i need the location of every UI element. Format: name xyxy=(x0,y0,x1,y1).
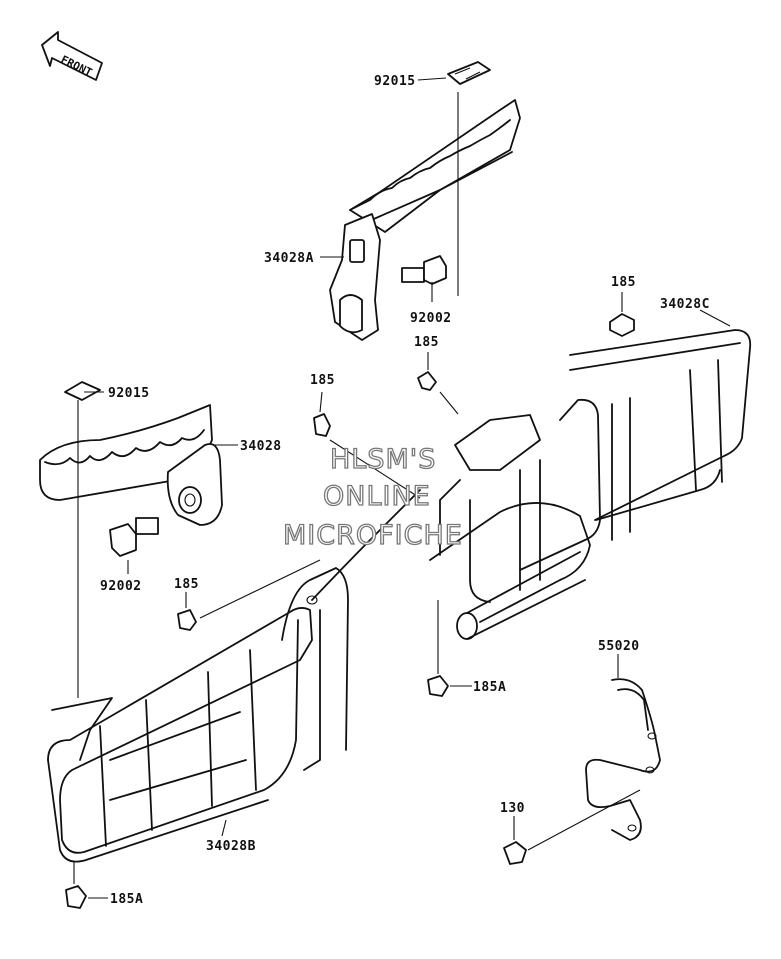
callout-34028A: 34028A xyxy=(264,251,314,266)
callout-34028B: 34028B xyxy=(206,839,256,854)
footrest-left xyxy=(39,381,223,526)
bolt-185-b xyxy=(417,371,437,391)
footrest-upper xyxy=(329,61,521,341)
watermark-line-2: ONLINE xyxy=(323,481,431,512)
bolt-185a-a xyxy=(427,675,449,697)
callout-185-left-bottom: 185 xyxy=(174,577,199,592)
callout-labels: 92015 34028A 92002 185 34028C 185 185 92… xyxy=(100,74,710,907)
bolt-185-a xyxy=(609,313,635,337)
callout-92015-top: 92015 xyxy=(374,74,416,89)
callout-92002-left: 92002 xyxy=(100,579,142,594)
front-arrow-icon: FRONT xyxy=(41,31,103,81)
callout-185A-mid: 185A xyxy=(473,680,506,695)
bolt-92002-upper xyxy=(401,255,447,285)
bracket-55020 xyxy=(585,678,661,841)
leader-lines xyxy=(73,77,731,899)
callout-55020: 55020 xyxy=(598,639,640,654)
callout-185A-bottom: 185A xyxy=(110,892,143,907)
watermark: HLSM'S ONLINE MICROFICHE xyxy=(282,443,463,551)
callout-92015-left: 92015 xyxy=(108,386,150,401)
callout-92002-top: 92002 xyxy=(410,311,452,326)
bolt-185-d xyxy=(177,609,197,631)
callout-185-mid: 185 xyxy=(414,335,439,350)
bolt-130 xyxy=(503,841,527,865)
watermark-line-1: HLSM'S xyxy=(330,444,436,475)
watermark-line-3: MICROFICHE xyxy=(283,520,463,551)
guard-left xyxy=(47,489,421,863)
bolt-92002-left xyxy=(109,517,159,557)
callout-130: 130 xyxy=(500,801,525,816)
bolt-185a-b xyxy=(65,885,87,909)
callout-34028: 34028 xyxy=(240,439,282,454)
callout-185-left-top: 185 xyxy=(310,373,335,388)
callout-185-right: 185 xyxy=(611,275,636,290)
callout-34028C: 34028C xyxy=(660,297,710,312)
bolt-185-c xyxy=(313,413,331,437)
guard-right xyxy=(429,329,752,640)
